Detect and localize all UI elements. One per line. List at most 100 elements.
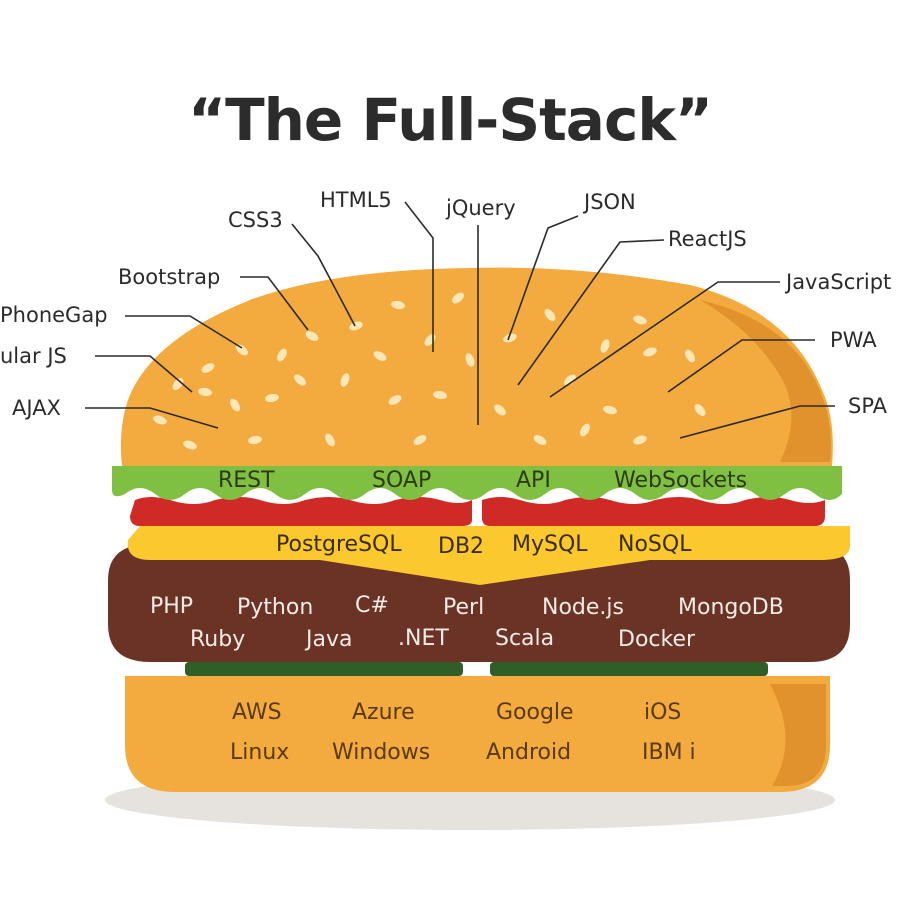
patty-item-dotnet: .NET <box>398 626 449 651</box>
patty-item-docker: Docker <box>618 627 696 652</box>
bun-item-windows: Windows <box>332 740 431 765</box>
sesame-seed <box>685 349 695 363</box>
leader-lines <box>85 201 835 439</box>
patty-item-perl: Perl <box>443 595 485 620</box>
label-css3: CSS3 <box>228 208 283 232</box>
sesame-seed <box>388 395 402 405</box>
leader-json <box>507 215 579 341</box>
label-phonegap: PhoneGap <box>0 303 108 327</box>
sesame-seed <box>433 390 447 400</box>
top-bun <box>120 267 833 466</box>
sesame-seed <box>172 378 184 390</box>
bun-item-linux: Linux <box>230 740 290 765</box>
sesame-seed <box>533 435 547 445</box>
sesame-seed <box>265 393 279 403</box>
patty-item-nodejs: Node.js <box>542 595 624 620</box>
sesame-seed <box>236 344 248 356</box>
sesame-seed <box>198 387 212 397</box>
patty-item-mongodb: MongoDB <box>678 595 784 620</box>
sesame-seed <box>153 415 167 425</box>
patty-item-scala: Scala <box>495 626 555 651</box>
sesame-seed <box>633 315 647 325</box>
leader-bootstrap <box>240 276 309 331</box>
sesame-seed <box>452 292 464 304</box>
patty-item-python: Python <box>237 595 314 620</box>
sesame-seed <box>580 423 590 437</box>
sesame-seed <box>183 440 197 450</box>
label-jquery: jQuery <box>446 196 516 220</box>
sesame-seeds <box>153 292 706 450</box>
sesame-seed <box>643 347 657 357</box>
sesame-seed <box>391 300 405 310</box>
sesame-seed <box>544 309 556 321</box>
sesame-seed <box>694 404 706 416</box>
pickle-left <box>185 662 463 676</box>
cheese-item-nosql: NoSQL <box>618 532 692 557</box>
bun-item-ibm-i: IBM i <box>642 740 696 765</box>
pickle-right <box>490 662 768 676</box>
lettuce-item-websockets: WebSockets <box>614 468 748 493</box>
sesame-seed <box>603 405 617 415</box>
sesame-seed <box>494 404 506 416</box>
leader-spa <box>679 405 835 439</box>
sesame-seed <box>340 373 350 387</box>
label-pwa: PWA <box>830 328 877 352</box>
sesame-seed <box>465 353 475 367</box>
label-reactjs: ReactJS <box>668 227 747 251</box>
sesame-seed <box>230 398 240 412</box>
cheese <box>127 526 850 585</box>
leader-css3 <box>291 223 356 327</box>
patty-item-java: Java <box>306 627 353 652</box>
leader-reactjs <box>517 239 665 386</box>
sesame-seed <box>248 435 262 445</box>
sesame-seed <box>564 374 576 386</box>
label-json: JSON <box>584 190 636 214</box>
label-html5: HTML5 <box>320 188 392 212</box>
sesame-seed <box>294 374 306 386</box>
sesame-seed <box>413 435 427 445</box>
bun-item-google: Google <box>496 700 574 725</box>
leader-html5 <box>404 201 434 352</box>
sesame-seed <box>349 321 363 331</box>
top-bun-shade <box>700 300 831 462</box>
patty-item-php: PHP <box>150 594 194 619</box>
sesame-seed <box>325 433 335 447</box>
label-ajax: AJAX <box>12 396 61 420</box>
bun-item-android: Android <box>486 740 572 765</box>
lettuce-item-rest: REST <box>218 468 275 493</box>
patty-item-csharp: C# <box>355 593 389 618</box>
bun-item-azure: Azure <box>352 700 415 725</box>
bottom-bun <box>125 676 830 792</box>
label-spa: SPA <box>848 394 888 418</box>
label-bootstrap: Bootstrap <box>118 265 221 289</box>
sesame-seed <box>503 333 517 343</box>
lettuce <box>112 466 842 500</box>
bun-item-ios: iOS <box>644 700 682 725</box>
sesame-seed <box>305 331 319 341</box>
sesame-seed <box>633 435 647 445</box>
sesame-seed <box>201 363 215 373</box>
leader-ajax <box>85 407 219 429</box>
leader-phonegap <box>125 315 243 349</box>
cheese-item-postgresql: PostgreSQL <box>276 532 402 557</box>
leader-pwa <box>667 339 815 393</box>
leader-angular <box>95 355 193 393</box>
tomato-left <box>130 497 472 526</box>
bottom-bun-shade <box>770 684 826 786</box>
sesame-seed <box>373 351 387 361</box>
patty <box>108 544 850 662</box>
label-angular-js: ular JS <box>0 344 67 368</box>
label-javascript: JavaScript <box>786 270 892 294</box>
lettuce-item-api: API <box>516 468 551 493</box>
patty-item-ruby: Ruby <box>190 627 246 652</box>
cheese-item-mysql: MySQL <box>512 532 588 557</box>
leader-javascript <box>549 281 780 398</box>
lettuce-item-soap: SOAP <box>372 468 432 493</box>
cheese-item-db2: DB2 <box>438 534 485 559</box>
bun-item-aws: AWS <box>232 700 282 725</box>
tomato-right <box>482 497 825 526</box>
page-title: “The Full-Stack” <box>187 86 713 154</box>
sesame-seed <box>600 339 610 353</box>
sesame-seed <box>277 348 287 362</box>
